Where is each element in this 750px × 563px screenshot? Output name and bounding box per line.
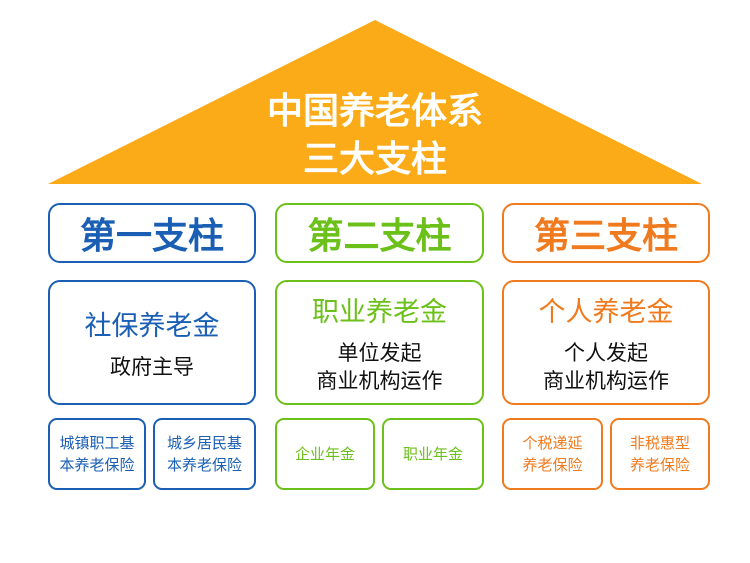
subitem-text: 非税惠型: [629, 434, 690, 452]
pillar-header: 第一支柱: [48, 203, 256, 263]
subitem-text: 养老保险: [629, 456, 690, 474]
pillar-subitem: 城镇职工基本养老保险: [48, 418, 146, 490]
pillar-subitem: 个税递延养老保险: [502, 418, 603, 490]
pillar-title: 第二支柱: [307, 216, 452, 257]
subitem-text: 个税递延: [522, 434, 583, 452]
pillar-subitem: 城乡居民基本养老保险: [153, 418, 256, 490]
pillar-name: 社保养老金: [84, 311, 220, 342]
subitem-text: 职业年金: [402, 445, 463, 463]
subitem-text: 企业年金: [294, 445, 355, 463]
pillar-desc: 商业机构运作: [316, 369, 443, 393]
pillar-detail: 职业养老金单位发起商业机构运作: [275, 280, 484, 405]
roof-title-line1: 中国养老体系: [266, 91, 483, 132]
pillar-desc: 单位发起: [337, 341, 422, 365]
pillar-title: 第三支柱: [533, 216, 678, 257]
subitem-text: 城乡居民基: [166, 434, 242, 452]
roof-triangle: [48, 20, 702, 184]
pillar-detail: 个人养老金个人发起商业机构运作: [502, 280, 710, 405]
subitem-text: 养老保险: [522, 456, 583, 474]
pillar-title: 第一支柱: [79, 216, 224, 257]
pillar-desc: 个人发起: [564, 341, 648, 365]
roof-title-line2: 三大支柱: [302, 139, 447, 180]
pillar-subitem: 职业年金: [382, 418, 484, 490]
pillar-name: 职业养老金: [312, 297, 447, 328]
pillar-subitem: 企业年金: [275, 418, 375, 490]
pillar-name: 个人养老金: [538, 297, 674, 328]
pillar-header: 第三支柱: [502, 203, 710, 263]
pillar-detail: 社保养老金政府主导: [48, 280, 256, 405]
pillar-desc: 商业机构运作: [543, 369, 669, 393]
pillar-subitem: 非税惠型养老保险: [610, 418, 710, 490]
subitem-text: 本养老保险: [59, 456, 135, 474]
subitem-text: 本养老保险: [166, 456, 242, 474]
pillar-desc: 政府主导: [110, 355, 194, 379]
pillar-header: 第二支柱: [275, 203, 484, 263]
subitem-text: 城镇职工基: [59, 434, 135, 452]
